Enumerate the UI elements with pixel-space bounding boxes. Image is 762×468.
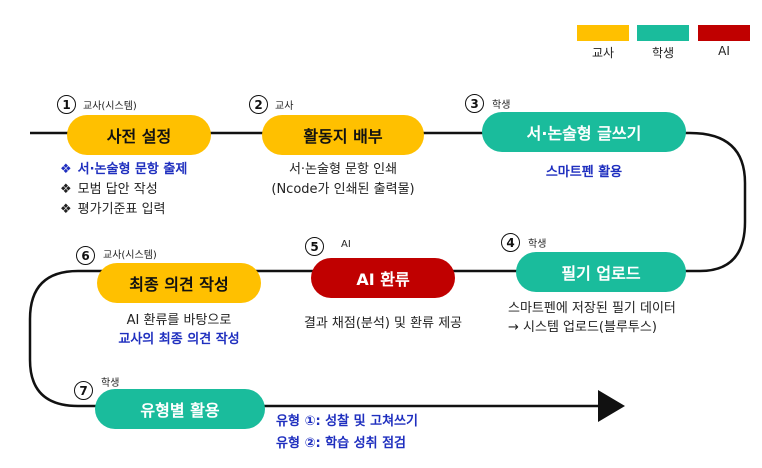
step-5-role: AI: [341, 239, 351, 250]
step-3-pill: 서·논술형 글쓰기: [482, 112, 686, 152]
step-6-role: 교사(시스템): [103, 250, 157, 261]
step-4-role: 학생: [528, 239, 547, 250]
legend-swatch-teacher: [577, 25, 629, 41]
step-1-number-icon: 1: [57, 95, 76, 114]
diamond-bullet-icon: ❖: [60, 162, 72, 177]
step-2-pill: 활동지 배부: [262, 115, 424, 155]
step-4-line-1: 스마트펜에 저장된 필기 데이터: [508, 301, 676, 316]
legend-label-student: 학생: [651, 46, 675, 60]
step-5-number-icon: 5: [305, 237, 324, 256]
legend-swatch-student: [637, 25, 689, 41]
step-2-line-1: 서·논술형 문항 인쇄: [288, 162, 398, 177]
step-4-number-icon: 4: [501, 233, 520, 252]
step-6-pill: 최종 의견 작성: [97, 263, 261, 303]
step-3-role: 학생: [492, 100, 511, 111]
step-1-item-2-text: 모범 답안 작성: [77, 182, 158, 197]
step-6-number-icon: 6: [76, 246, 95, 265]
step-5-line-1: 결과 채점(분석) 및 환류 제공: [303, 316, 463, 331]
step-6-line-2: 교사의 최종 의견 작성: [118, 332, 240, 347]
diamond-bullet-icon: ❖: [60, 202, 72, 217]
step-5-pill: AI 환류: [311, 258, 455, 298]
step-1-item-3: ❖ 평가기준표 입력: [60, 200, 166, 219]
step-1-item-1-text: 서·논술형 문항 출제: [77, 162, 188, 177]
step-7-line-1: 유형 ①: 성찰 및 고쳐쓰기: [276, 414, 418, 429]
legend-label-ai: AI: [718, 44, 730, 58]
legend-swatch-ai: [698, 25, 750, 41]
step-7-pill: 유형별 활용: [95, 389, 265, 429]
step-4-pill: 필기 업로드: [516, 252, 686, 292]
step-2-line-2: (Ncode가 인쇄된 출력물): [271, 182, 415, 197]
step-1-item-3-text: 평가기준표 입력: [77, 202, 166, 217]
step-3-number-icon: 3: [465, 94, 484, 113]
step-7-number-icon: 7: [74, 381, 93, 400]
step-7-line-2: 유형 ②: 학습 성취 점검: [276, 436, 406, 451]
step-2-number-icon: 2: [249, 95, 268, 114]
step-4-line-2: → 시스템 업로드(블루투스): [508, 320, 657, 335]
step-1-item-1: ❖ 서·논술형 문항 출제: [60, 160, 187, 179]
step-7-role: 학생: [101, 378, 120, 389]
step-2-role: 교사: [275, 101, 294, 112]
flow-arrowhead: [598, 390, 625, 422]
diamond-bullet-icon: ❖: [60, 182, 72, 197]
step-6-line-1: AI 환류를 바탕으로: [126, 313, 232, 328]
step-3-line-1: 스마트펜 활용: [545, 165, 623, 180]
step-1-item-2: ❖ 모범 답안 작성: [60, 180, 158, 199]
step-1-role: 교사(시스템): [83, 101, 137, 112]
step-1-pill: 사전 설정: [67, 115, 211, 155]
legend-label-teacher: 교사: [591, 46, 615, 60]
